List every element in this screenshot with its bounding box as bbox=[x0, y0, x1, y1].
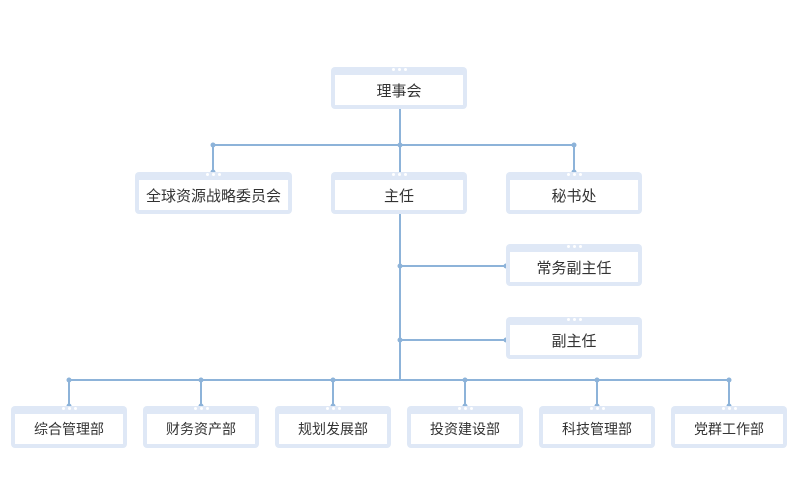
junction-dot bbox=[397, 337, 403, 343]
department-label: 财务资产部 bbox=[147, 414, 255, 444]
junction-dot bbox=[726, 377, 732, 383]
node-department: 财务资产部 bbox=[143, 406, 259, 448]
decorative-dots bbox=[143, 407, 259, 413]
department-label: 综合管理部 bbox=[15, 414, 123, 444]
node-department: 投资建设部 bbox=[407, 406, 523, 448]
node-deputy-label: 副主任 bbox=[510, 325, 638, 355]
node-exec-deputy: 常务副主任 bbox=[506, 244, 642, 286]
decorative-dots bbox=[11, 407, 127, 413]
node-board: 理事会 bbox=[331, 67, 467, 109]
decorative-dots bbox=[331, 173, 467, 179]
node-director: 主任 bbox=[331, 172, 467, 214]
node-global-strategy: 全球资源战略委员会 bbox=[135, 172, 292, 214]
department-label: 科技管理部 bbox=[543, 414, 651, 444]
node-director-label: 主任 bbox=[335, 180, 463, 210]
decorative-dots bbox=[407, 407, 523, 413]
node-exec-deputy-label: 常务副主任 bbox=[510, 252, 638, 282]
junction-dot bbox=[66, 377, 72, 383]
node-deputy: 副主任 bbox=[506, 317, 642, 359]
node-department: 综合管理部 bbox=[11, 406, 127, 448]
junction-dot bbox=[594, 377, 600, 383]
node-department: 规划发展部 bbox=[275, 406, 391, 448]
node-secretariat-label: 秘书处 bbox=[510, 180, 638, 210]
decorative-dots bbox=[331, 68, 467, 74]
node-department: 科技管理部 bbox=[539, 406, 655, 448]
junction-dot bbox=[330, 377, 336, 383]
decorative-dots bbox=[506, 245, 642, 251]
decorative-dots bbox=[506, 173, 642, 179]
junction-dot bbox=[198, 377, 204, 383]
junction-dot bbox=[571, 142, 577, 148]
junction-dot bbox=[397, 142, 403, 148]
node-department: 党群工作部 bbox=[671, 406, 787, 448]
decorative-dots bbox=[506, 318, 642, 324]
decorative-dots bbox=[671, 407, 787, 413]
node-board-label: 理事会 bbox=[335, 75, 463, 105]
junction-dot bbox=[462, 377, 468, 383]
department-label: 规划发展部 bbox=[279, 414, 387, 444]
department-label: 投资建设部 bbox=[411, 414, 519, 444]
node-global-strategy-label: 全球资源战略委员会 bbox=[139, 180, 288, 210]
junction-dot bbox=[210, 142, 216, 148]
decorative-dots bbox=[275, 407, 391, 413]
decorative-dots bbox=[539, 407, 655, 413]
node-secretariat: 秘书处 bbox=[506, 172, 642, 214]
decorative-dots bbox=[135, 173, 292, 179]
department-label: 党群工作部 bbox=[675, 414, 783, 444]
junction-dot bbox=[397, 263, 403, 269]
